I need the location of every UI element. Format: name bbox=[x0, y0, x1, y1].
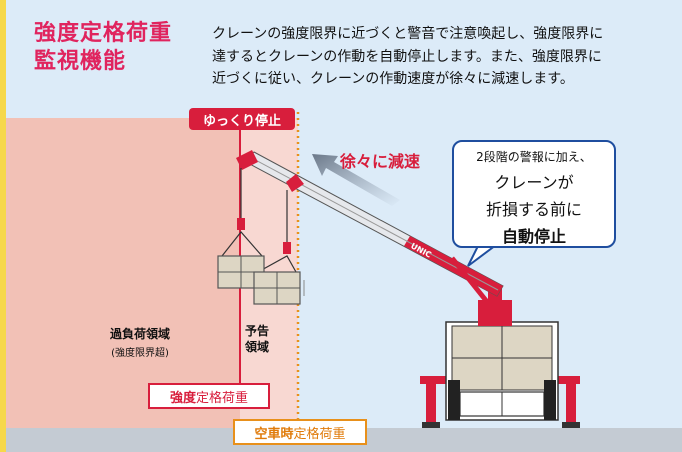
auto-stop-callout: 2段階の警報に加え、 クレーンが 折損する前に 自動停止 bbox=[452, 140, 616, 248]
slow-stop-tag: ゆっくり停止 bbox=[189, 108, 295, 130]
strength-rated-load-bold: 強度 bbox=[169, 390, 196, 406]
decelerate-label: 徐々に減速 bbox=[340, 152, 421, 171]
description-line-3: 近づくに従い、クレーンの作動速度が徐々に減速します。 bbox=[212, 71, 574, 87]
title-line-2: 監視機能 bbox=[34, 49, 127, 74]
empty-rated-load-rest: 定格荷重 bbox=[293, 426, 346, 442]
decelerate-arrow bbox=[312, 154, 400, 206]
strength-rated-load-rest: 定格荷重 bbox=[196, 390, 249, 406]
strength-rated-load-label: 強度定格荷重 bbox=[148, 383, 270, 409]
overload-zone-sublabel: (強度限界超) bbox=[111, 348, 169, 359]
frame-strip bbox=[0, 0, 6, 452]
callout-line-3: 折損する前に bbox=[485, 200, 582, 219]
callout-line-2: クレーンが bbox=[494, 173, 574, 192]
overload-zone-label: 過負荷領域 bbox=[109, 327, 170, 341]
title-line-1: 強度定格荷重 bbox=[34, 21, 173, 46]
description-line-2: 達するとクレーンの作動を自動停止します。また、強度限界に bbox=[212, 48, 602, 65]
callout-line-4: 自動停止 bbox=[501, 227, 566, 246]
warning-zone-label: 予告 領域 bbox=[242, 323, 272, 355]
empty-rated-load-bold: 空車時 bbox=[254, 426, 294, 442]
suspended-loads bbox=[217, 255, 305, 305]
description: クレーンの強度限界に近づくと警音で注意喚起し、強度限界に 達するとクレーンの作動… bbox=[212, 23, 674, 91]
callout-line-1: 2段階の警報に加え、 bbox=[476, 150, 592, 164]
empty-rated-load-label: 空車時定格荷重 bbox=[233, 419, 367, 445]
description-line-1: クレーンの強度限界に近づくと警音で注意喚起し、強度限界に bbox=[212, 26, 604, 42]
overload-zone bbox=[6, 118, 240, 428]
crane-boom bbox=[221, 150, 504, 310]
page-title: 強度定格荷重 監視機能 bbox=[34, 20, 204, 76]
warning-zone-label-2: 領域 bbox=[244, 340, 269, 354]
warning-zone-label-1: 予告 bbox=[244, 324, 269, 338]
